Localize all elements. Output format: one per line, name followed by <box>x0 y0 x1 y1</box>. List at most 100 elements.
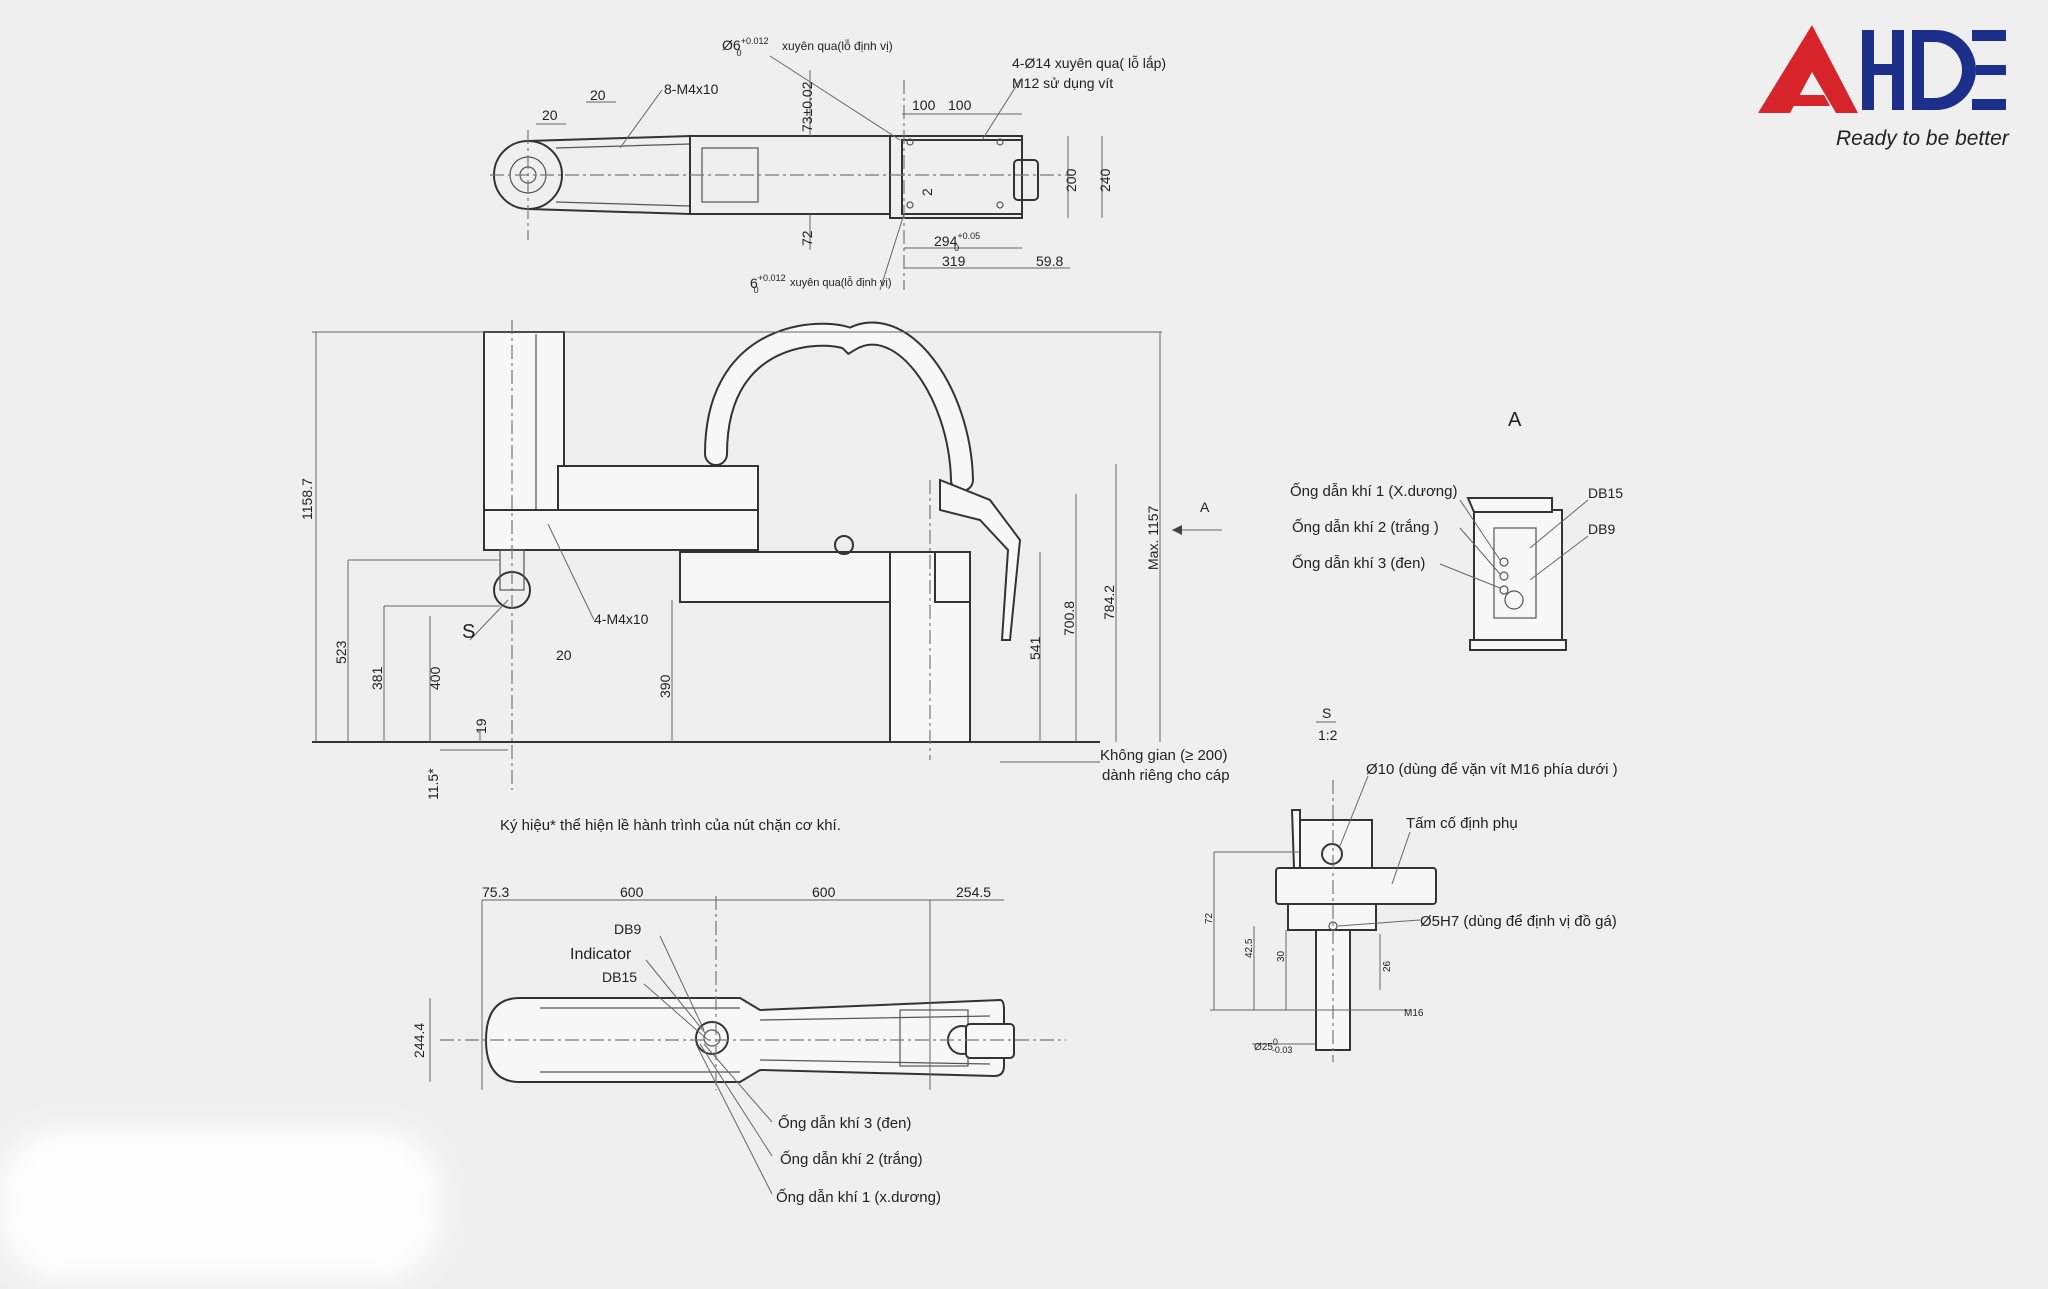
bottom-view: 75.3 600 600 254.5 244.4 DB9 Indicator D… <box>411 884 1066 1206</box>
bottom-air-2: Ống dẫn khí 2 (trắng) <box>780 1150 923 1168</box>
side-dim-19: 19 <box>473 718 489 734</box>
view-a-body <box>1473 509 1563 651</box>
leader-s <box>469 599 509 641</box>
side-dim-max-1157: Max. 1157 <box>1145 505 1161 570</box>
view-a-air-1: Ống dẫn khí 1 (X.dương) <box>1290 482 1457 500</box>
view-a-air-2: Ống dẫn khí 2 (trắng ) <box>1292 518 1439 536</box>
logo-h-right <box>1892 30 1904 110</box>
ahde-logo: Ready to be better <box>1758 25 2010 150</box>
top-view-hole-1 <box>906 138 914 146</box>
logo-tagline: Ready to be better <box>1836 127 2010 150</box>
bottom-base-plate <box>965 1023 1015 1059</box>
side-dim-700-8: 700.8 <box>1061 601 1077 636</box>
leader-4m4 <box>547 523 595 621</box>
top-view-base-plate <box>889 135 1023 219</box>
view-a-port-1 <box>1499 557 1509 567</box>
side-cable-arc-inner <box>706 323 972 490</box>
side-dim-541: 541 <box>1027 636 1043 660</box>
leader-db15-b <box>643 983 709 1041</box>
leader-a1 <box>1459 499 1501 561</box>
side-dim-11-5: 11.5* <box>425 768 441 800</box>
leader-plate <box>1391 831 1411 885</box>
top-dim-73: 73±0.02 <box>799 81 815 132</box>
side-base-top <box>934 551 971 603</box>
leader-a3 <box>1439 563 1501 589</box>
detail-s-flange <box>1287 903 1377 931</box>
leader-a2 <box>1459 527 1501 575</box>
side-label-s: S <box>462 621 475 643</box>
bottom-dim-75-3: 75.3 <box>482 884 509 900</box>
side-dim-390: 390 <box>657 674 673 698</box>
detail-s-hole-10 <box>1321 843 1343 865</box>
view-a-panel <box>1493 527 1537 619</box>
blurred-watermark-area <box>0 1130 440 1280</box>
logo-e-top <box>1972 30 2006 41</box>
detail-s-title: S <box>1322 705 1331 721</box>
side-dim-400: 400 <box>427 666 443 690</box>
detail-s: S 1:2 Ø10 (dùng để vặn vít M16 phía dưới… <box>1204 705 1618 1062</box>
side-footnote: Ký hiệu* thể hiện lề hành trình của nút … <box>500 817 841 834</box>
leader-db9-b <box>659 935 705 1031</box>
side-screw-holes: 4-M4x10 <box>594 611 649 627</box>
side-cable-space-2: dành riêng cho cáp <box>1102 767 1230 784</box>
top-view-hole-4 <box>996 201 1004 209</box>
view-a-arrowhead <box>1172 525 1182 535</box>
leader-screws <box>619 89 663 149</box>
view-a-db9: DB9 <box>1588 521 1615 537</box>
bottom-joint-outer <box>695 1021 729 1055</box>
leader-indicator <box>645 959 707 1035</box>
top-view-arm-inner <box>555 143 691 207</box>
top-view-hole-3 <box>906 201 914 209</box>
top-mount-holes: 4-Ø14 xuyên qua( lỗ lắp) <box>1012 55 1166 71</box>
bottom-dim-244-4: 244.4 <box>411 1023 427 1058</box>
detail-s-top-block <box>1290 809 1301 869</box>
side-view: 1158.7 523 381 400 19 11.5* 390 541 700.… <box>299 320 1230 834</box>
leader-air-1 <box>695 1043 773 1195</box>
logo-e-bot <box>1972 99 2006 110</box>
leader-mount <box>981 79 1021 141</box>
detail-s-dim-26: 26 <box>1382 960 1393 972</box>
detail-s-m16: M16 <box>1404 1008 1424 1019</box>
detail-s-dim-42-5: 42.5 <box>1244 938 1255 958</box>
detail-s-hole-10-label: Ø10 (dùng để vặn vít M16 phía dưới ) <box>1366 761 1618 778</box>
detail-s-5h7-label: Ø5H7 (dùng để định vị đồ gá) <box>1420 913 1617 930</box>
bottom-joint-inner <box>703 1029 721 1047</box>
side-view-arrow-label: A <box>1200 499 1210 515</box>
bottom-dim-600b: 600 <box>812 884 836 900</box>
side-cable-connector <box>939 478 1022 641</box>
top-screw-holes: 8-M4x10 <box>664 81 719 97</box>
detail-s-scale: 1:2 <box>1318 727 1338 743</box>
view-a-port-3 <box>1499 585 1509 595</box>
leader-air-3 <box>703 1043 773 1123</box>
side-dim-20: 20 <box>556 647 572 663</box>
top-view-base-mount <box>901 139 1023 215</box>
view-a-base <box>1469 639 1567 651</box>
leader-db15 <box>1529 499 1589 549</box>
view-a-title: A <box>1508 409 1522 431</box>
view-a-conn <box>1504 590 1524 610</box>
leader-5h7 <box>1337 919 1421 927</box>
bottom-dim-254-5: 254.5 <box>956 884 991 900</box>
detail-s-plate <box>1275 867 1437 905</box>
leader-db9 <box>1529 535 1589 581</box>
top-view-connector <box>1013 159 1039 201</box>
bottom-indicator: Indicator <box>570 946 632 963</box>
side-dim-523: 523 <box>333 640 349 664</box>
bottom-air-1: Ống dẫn khí 1 (x.dương) <box>776 1188 941 1206</box>
bottom-air-3: Ống dẫn khí 3 (đen) <box>778 1114 911 1132</box>
view-a-port-2 <box>1499 571 1509 581</box>
side-cable-space-1: Không gian (≥ 200) <box>1100 747 1228 764</box>
side-dim-381: 381 <box>369 666 385 690</box>
top-dim-100b: 100 <box>948 97 972 113</box>
logo-a-shape <box>1758 25 1858 113</box>
bottom-arm-inner <box>540 1007 991 1073</box>
view-a: A Ống dẫn khí 1 (X.dương) Ống dẫn khí 2 … <box>1290 409 1623 651</box>
top-dim-20b: 20 <box>590 87 606 103</box>
view-a-top <box>1466 497 1553 513</box>
